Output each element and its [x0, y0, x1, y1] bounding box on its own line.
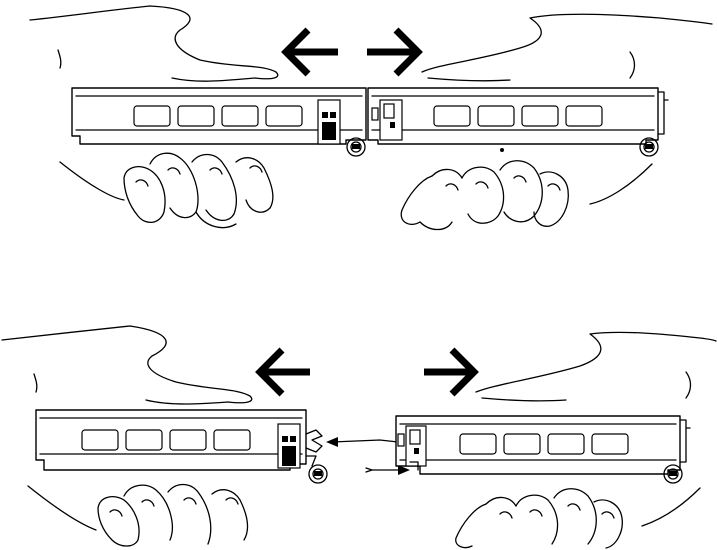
window: [221, 105, 259, 127]
window: [265, 105, 303, 127]
panel-bottom: [1, 325, 717, 549]
upper-right-hand-icon: [475, 331, 717, 402]
left-arrow-icon: [281, 27, 338, 77]
window: [521, 105, 559, 127]
right-arrow-icon: [367, 27, 423, 77]
window: [81, 429, 119, 451]
coupler-wheel-icon: [639, 137, 659, 157]
window: [503, 433, 541, 455]
window: [169, 429, 207, 451]
window: [477, 105, 515, 127]
window: [565, 105, 603, 127]
right-arrow-icon: [424, 347, 479, 397]
window: [213, 429, 251, 451]
upper-left-hand-icon: [1, 325, 253, 405]
window: [125, 429, 163, 451]
lower-right-hand-icon: [455, 487, 701, 549]
panel-top: [29, 5, 713, 231]
lower-left-hand-icon: [27, 483, 249, 547]
coupler-hook: [371, 107, 379, 121]
lower-left-hand-icon: [59, 152, 274, 229]
window: [433, 105, 471, 127]
window: [133, 105, 171, 127]
coupler-wheel-icon: [346, 137, 366, 157]
upper-right-hand-icon: [421, 13, 713, 82]
window: [547, 433, 585, 455]
left-car-bottom: [35, 409, 328, 484]
window: [591, 433, 629, 455]
right-car-top: [367, 87, 669, 157]
door-window: [409, 429, 421, 445]
left-arrow-icon: [255, 347, 310, 397]
coupler-hook: [397, 433, 405, 447]
coupling-indicator: [326, 437, 410, 475]
lower-right-hand-icon: [400, 160, 653, 231]
right-car-bottom: [395, 415, 691, 484]
coupler-wheel-icon: [308, 464, 328, 484]
left-car-top: [71, 87, 367, 157]
window: [459, 433, 497, 455]
coupler-wheel-icon: [663, 464, 683, 484]
window: [177, 105, 215, 127]
door-window: [383, 103, 395, 119]
upper-left-hand-icon: [29, 5, 279, 82]
